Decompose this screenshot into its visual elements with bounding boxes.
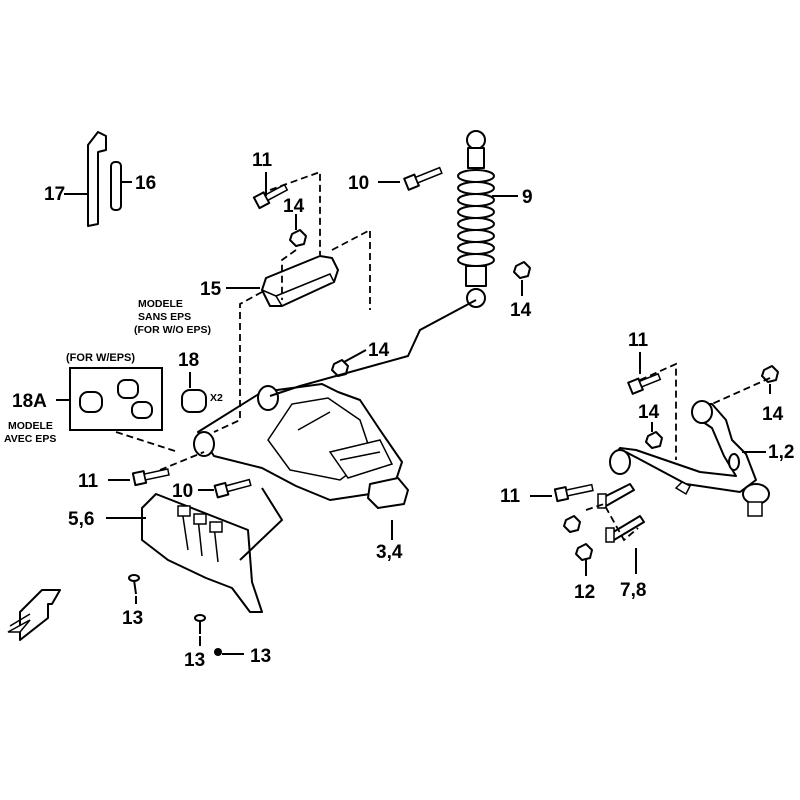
bracket-shield-line xyxy=(239,487,284,561)
callout-14-right-a: 14 xyxy=(638,402,660,423)
part-15-bracket-cover xyxy=(261,255,339,307)
part-14-nut-right-1 xyxy=(645,431,663,449)
callout-11-right: 11 xyxy=(500,486,521,507)
callout-13-c: 13 xyxy=(250,646,271,667)
callout-10-lower: 10 xyxy=(172,481,193,502)
part-11-bolt-upper-right xyxy=(627,372,662,395)
callout-14-right-b: 14 xyxy=(762,404,784,425)
callout-12: 12 xyxy=(574,582,595,603)
callout-16: 16 xyxy=(135,173,156,194)
part-13-screw-1 xyxy=(128,574,140,595)
shock-mount-line xyxy=(269,299,477,397)
part-18a-bushing-kit xyxy=(69,367,163,431)
note-modele-sans: MODELE xyxy=(138,298,183,310)
callout-3-4: 3,4 xyxy=(376,542,403,563)
note-sans-eps: SANS EPS xyxy=(138,311,191,323)
part-13-screw-2 xyxy=(194,614,206,634)
dashline-9 xyxy=(585,502,639,542)
dashline-1 xyxy=(269,170,321,255)
callout-5-6: 5,6 xyxy=(68,509,94,530)
part-11-bolt-right xyxy=(553,483,594,503)
part-12-nut-2 xyxy=(575,543,593,561)
callout-18a: 18A xyxy=(12,391,47,412)
note-modele-avec: MODELE xyxy=(8,420,53,432)
part-3-4-lower-control-arm xyxy=(193,383,409,509)
part-10-bolt-shock xyxy=(403,166,443,191)
callout-11-right-top: 11 xyxy=(628,330,649,351)
callout-14-arm: 14 xyxy=(368,340,390,361)
note-for-wo-eps: (FOR W/O EPS) xyxy=(134,324,211,336)
dashline-7 xyxy=(639,362,677,460)
callout-15: 15 xyxy=(200,279,222,300)
dashline-4 xyxy=(213,291,263,433)
part-12-nut-1 xyxy=(563,515,581,533)
part-10-bolt-lower xyxy=(213,478,252,499)
callout-18: 18 xyxy=(178,350,199,371)
part-9-coil-shock xyxy=(457,130,495,308)
callout-14-top: 14 xyxy=(283,196,305,217)
dashline-3 xyxy=(331,228,371,310)
callout-1-2: 1,2 xyxy=(768,442,794,463)
part-5-6-splash-shield xyxy=(141,493,263,613)
part-11-bolt-top xyxy=(252,183,289,210)
callout-14-shock: 14 xyxy=(510,300,532,321)
part-17-bracket xyxy=(87,131,107,227)
callout-10-shock: 10 xyxy=(348,173,369,194)
dashline-6 xyxy=(159,451,205,471)
dashline-2 xyxy=(281,249,297,300)
front-direction-icon xyxy=(7,589,61,641)
callout-13-b: 13 xyxy=(184,650,205,671)
part-7-8-shims xyxy=(597,483,645,543)
callout-11-top: 11 xyxy=(252,150,273,171)
part-13-rivet xyxy=(214,648,222,656)
dashline-5 xyxy=(115,431,179,453)
part-18-bushing xyxy=(181,389,207,413)
note-avec-eps: AVEC EPS xyxy=(4,433,56,445)
part-11-bolt-lower xyxy=(131,468,170,487)
part-14-nut-shock xyxy=(513,261,531,279)
callout-9: 9 xyxy=(522,187,533,208)
note-for-weps: (FOR W/EPS) xyxy=(66,352,135,364)
callout-7-8: 7,8 xyxy=(620,580,646,601)
callout-17: 17 xyxy=(44,184,65,205)
note-x2: X2 xyxy=(210,392,223,404)
part-14-nut-top xyxy=(289,229,307,247)
callout-13-a: 13 xyxy=(122,608,143,629)
part-16-pin xyxy=(110,161,122,211)
part-1-2-upper-control-arm xyxy=(609,400,770,517)
part-14-nut-right-2 xyxy=(761,365,779,383)
dashline-8 xyxy=(711,377,771,405)
callout-11-lower: 11 xyxy=(78,471,99,492)
